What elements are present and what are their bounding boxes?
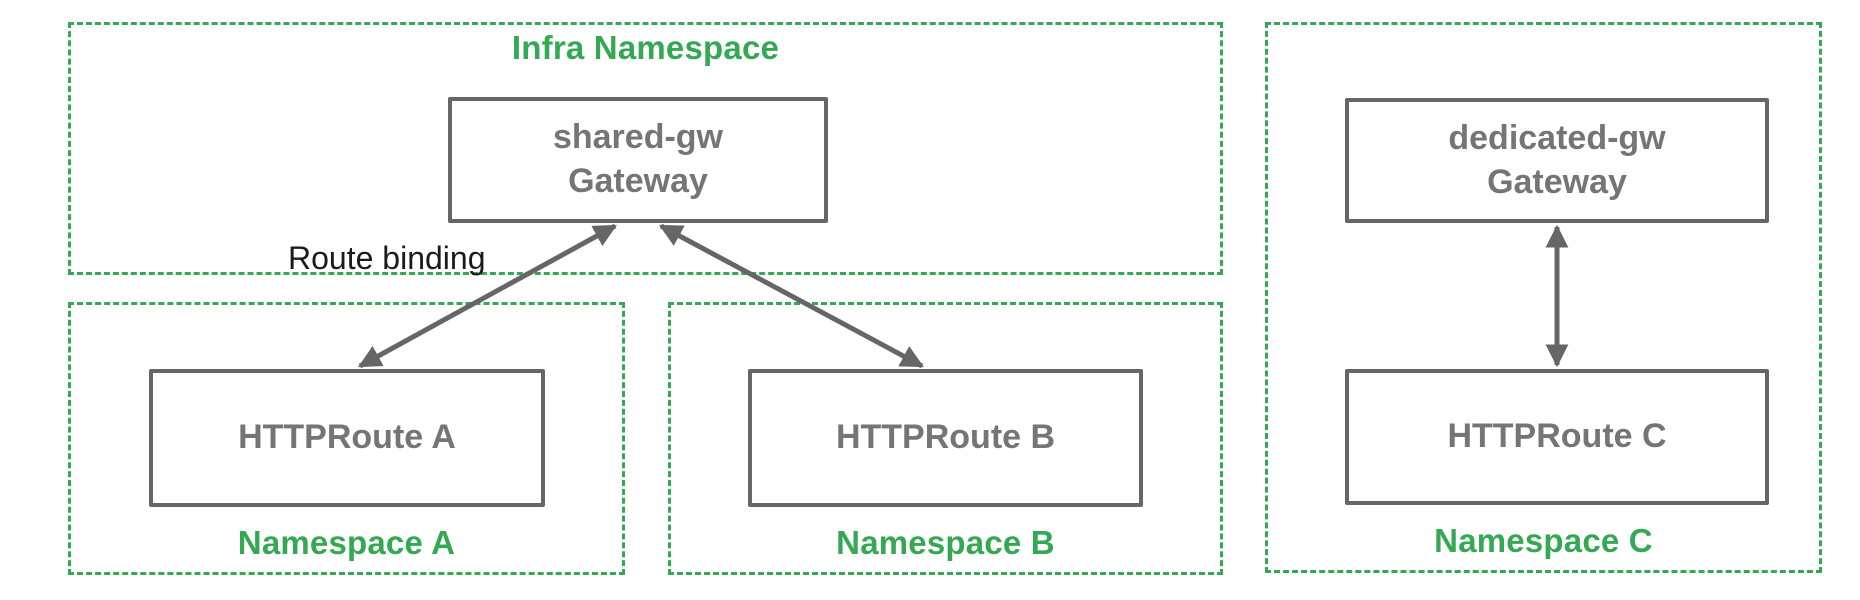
httproute-c-node: HTTPRoute C bbox=[1345, 369, 1769, 505]
shared-gw-kind: Gateway bbox=[568, 162, 708, 200]
namespace-c-box: Namespace C bbox=[1265, 22, 1822, 573]
httproute-b-label: HTTPRoute B bbox=[835, 418, 1056, 457]
dedicated-gw-kind: Gateway bbox=[1487, 162, 1627, 201]
httproute-a-node: HTTPRoute A bbox=[149, 369, 545, 507]
namespace-c-label: Namespace C bbox=[1434, 522, 1653, 559]
infra-namespace-box: Infra Namespace bbox=[68, 22, 1223, 275]
httproute-b-node: HTTPRoute B bbox=[748, 369, 1143, 507]
infra-namespace-label: Infra Namespace bbox=[511, 29, 780, 66]
namespace-a-box: Namespace A bbox=[68, 302, 625, 575]
httproute-c-label: HTTPRoute C bbox=[1447, 417, 1667, 456]
dedicated-gw-name: dedicated-gw bbox=[1448, 118, 1666, 157]
namespace-a-label: Namespace A bbox=[237, 524, 456, 561]
route-binding-annotation: Route binding bbox=[288, 240, 486, 276]
httproute-a-label: HTTPRoute A bbox=[238, 418, 456, 457]
shared-gw-name: shared-gw bbox=[552, 118, 724, 157]
dedicated-gw-gateway-node: dedicated-gw Gateway bbox=[1345, 98, 1769, 223]
shared-gw-gateway-node: shared-gw Gateway bbox=[448, 97, 828, 223]
namespace-b-box: Namespace B bbox=[668, 302, 1223, 575]
namespace-b-label: Namespace B bbox=[836, 524, 1055, 561]
